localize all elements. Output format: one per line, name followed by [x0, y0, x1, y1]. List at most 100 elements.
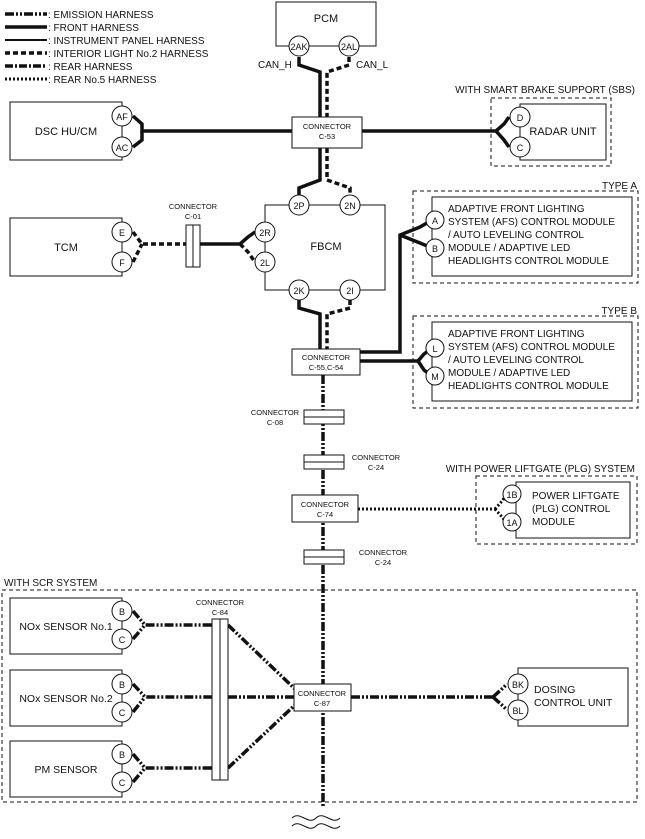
connector-label: C-87 — [314, 699, 330, 708]
pin-label: 2AL — [341, 42, 357, 52]
pin-label: 1A — [506, 518, 517, 528]
legend-label: : REAR No.5 HARNESS — [48, 75, 157, 86]
nox-sensor-2-module — [9, 669, 123, 727]
pin-label: BL — [512, 706, 523, 716]
connector-c01-half-a — [185, 224, 194, 268]
afs-a-pin-a — [425, 210, 445, 230]
wire-tcm-e — [131, 230, 186, 246]
connector-c08-half-b — [303, 416, 345, 425]
dosing-line: DOSING — [534, 684, 575, 696]
nox1-label: NOx SENSOR No.1 — [19, 621, 113, 633]
connector-c24a-half-a — [303, 454, 345, 463]
connector-label: CONNECTOR — [303, 122, 352, 131]
nox1-pin-c — [111, 628, 133, 650]
plg-line: POWER LIFTGATE — [532, 491, 620, 502]
afs-b-line: HEADLIGHTS CONTROL MODULE — [448, 381, 609, 392]
dsc-label: DSC HU/CM — [35, 126, 97, 138]
legend-label: : FRONT HARNESS — [48, 23, 139, 34]
wire-c01-fbcm-2l — [238, 242, 257, 264]
pcm-pin-2al — [338, 35, 360, 57]
wire-c84-c87-3 — [226, 702, 298, 770]
afs-b-line: ADAPTIVE FRONT LIGHTING — [448, 329, 585, 340]
fbcm-pin-2l — [254, 251, 276, 273]
nox2-label: NOx SENSOR No.2 — [19, 693, 113, 705]
scr-group-box — [1, 589, 638, 803]
nox-sensor-1-module — [9, 597, 123, 655]
connector-c87 — [293, 683, 352, 712]
connector-c24b-half-a — [303, 549, 345, 558]
type-a-label: TYPE A — [602, 181, 637, 192]
wire-nox2-l — [131, 695, 147, 714]
connector-label: CONNECTOR — [196, 598, 245, 607]
connector-label: CONNECTOR — [251, 408, 300, 417]
tcm-pin-f — [111, 251, 133, 273]
wire-c84-c87-1 — [226, 623, 298, 692]
plg-group-label: WITH POWER LIFTGATE (PLG) SYSTEM — [446, 464, 635, 475]
can-h-label: CAN_H — [258, 60, 292, 71]
wire-pm-l — [131, 766, 147, 784]
radar-pin-d — [509, 106, 531, 128]
wire-dosing-h — [491, 682, 509, 699]
dosing-pin-bl — [507, 699, 529, 721]
connector-c24b-half-b — [303, 556, 345, 565]
tcm-pin-e — [111, 221, 133, 243]
wire-c01-fbcm-2r — [200, 230, 257, 246]
tcm-module — [9, 217, 123, 277]
nox2-pin-c — [111, 701, 133, 723]
dosing-control-unit-module — [517, 667, 629, 727]
pin-label: A — [432, 216, 438, 226]
nox2-pin-b — [111, 673, 133, 695]
wire-plg-l — [493, 508, 507, 523]
connector-label: CONNECTOR — [302, 353, 351, 362]
connector-label: C-55,C-54 — [309, 363, 344, 372]
pin-label: 2R — [259, 228, 271, 238]
wire-fbcm-2k — [297, 300, 322, 349]
sbs-group-box — [490, 97, 612, 167]
afs-b-line: MODULE / ADAPTIVE LED — [448, 368, 570, 379]
afs-a-line: SYSTEM (AFS) CONTROL MODULE — [448, 217, 615, 228]
pin-label: 2P — [293, 201, 304, 211]
dsc-module — [9, 101, 123, 161]
plg-pin-1a — [502, 512, 522, 532]
pin-label: C — [119, 708, 126, 718]
afs-b-line: / AUTO LEVELING CONTROL — [448, 355, 584, 366]
sbs-group-label: WITH SMART BRAKE SUPPORT (SBS) — [455, 85, 635, 96]
connector-label: C-08 — [267, 418, 283, 427]
pin-label: 2AK — [290, 42, 307, 52]
pin-label: E — [119, 228, 125, 238]
continuation-mark — [291, 815, 341, 821]
plg-module — [515, 481, 631, 539]
pcm-pin-2ak — [288, 35, 310, 57]
plg-pin-1b — [502, 484, 522, 504]
radar-pin-c — [509, 136, 531, 158]
pin-label: B — [119, 750, 125, 760]
connector-c08-half-a — [303, 409, 345, 418]
fbcm-pin-2r — [254, 221, 276, 243]
connector-c84-half-a — [211, 618, 221, 781]
connector-label: C-24 — [375, 558, 391, 567]
wire-dsc — [131, 114, 292, 133]
legend-label: : INTERIOR LIGHT No.2 HARNESS — [48, 49, 209, 60]
dsc-pin-af — [111, 105, 133, 127]
wire-radar-h — [362, 115, 511, 133]
afs-type-b-module — [431, 321, 633, 402]
pin-label: D — [517, 113, 524, 123]
wire-tcm-f — [131, 243, 144, 263]
pm-pin-c — [111, 771, 133, 793]
legend-label: : EMISSION HARNESS — [48, 10, 154, 21]
fbcm-pin-2p — [288, 194, 310, 216]
connector-label: CONNECTOR — [359, 548, 408, 557]
dosing-pin-bk — [507, 673, 529, 695]
continuation-mark — [291, 823, 341, 829]
tcm-label: TCM — [54, 242, 78, 254]
pm-sensor-module — [9, 740, 123, 798]
pin-label: AF — [116, 112, 128, 122]
connector-c24a-half-b — [303, 461, 345, 470]
pin-label: 2N — [344, 201, 356, 211]
pcm-module — [275, 1, 377, 47]
wire-c53-fbcm-2p — [297, 148, 322, 198]
pin-label: L — [432, 344, 437, 354]
afs-b-pin-l — [425, 338, 445, 358]
wire-pm — [131, 752, 212, 770]
type-b-label: TYPE B — [601, 306, 637, 317]
